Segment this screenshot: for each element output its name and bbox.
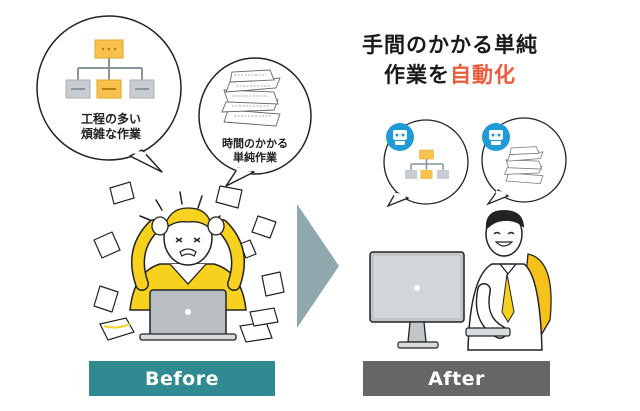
after-label: After bbox=[363, 361, 550, 396]
relaxed-worker-illustration bbox=[360, 200, 560, 352]
monitor-icon bbox=[369, 251, 465, 349]
transition-arrow-icon bbox=[297, 204, 339, 328]
flowchart-icon bbox=[405, 149, 449, 179]
flying-papers bbox=[93, 181, 285, 313]
headline-line1: 手間のかかる単純 bbox=[362, 33, 538, 57]
robot-icon bbox=[385, 122, 415, 152]
laptop-icon bbox=[139, 289, 237, 341]
before-label: Before bbox=[89, 361, 275, 396]
headline-line2-prefix: 作業を bbox=[384, 63, 450, 87]
robot-icon bbox=[481, 122, 511, 152]
flowchart-icon bbox=[60, 36, 160, 106]
stressed-worker-illustration bbox=[90, 180, 290, 350]
paper-stack-icon bbox=[504, 146, 544, 185]
headline-accent: 自動化 bbox=[450, 63, 516, 87]
bubble-small-line1: 時間のかかる bbox=[222, 137, 288, 150]
bubble-small-text: 時間のかかる 単純作業 bbox=[210, 137, 300, 165]
headline-line2: 作業を自動化 bbox=[340, 60, 560, 90]
after-headline: 手間のかかる単純 作業を自動化 bbox=[340, 30, 560, 90]
bubble-large-line2: 煩雑な作業 bbox=[80, 127, 141, 141]
paper-stack-icon bbox=[218, 66, 288, 132]
bubble-large-line1: 工程の多い bbox=[80, 112, 141, 126]
bubble-small-line2: 単純作業 bbox=[233, 151, 277, 164]
bubble-large-text: 工程の多い 煩雑な作業 bbox=[66, 112, 156, 142]
